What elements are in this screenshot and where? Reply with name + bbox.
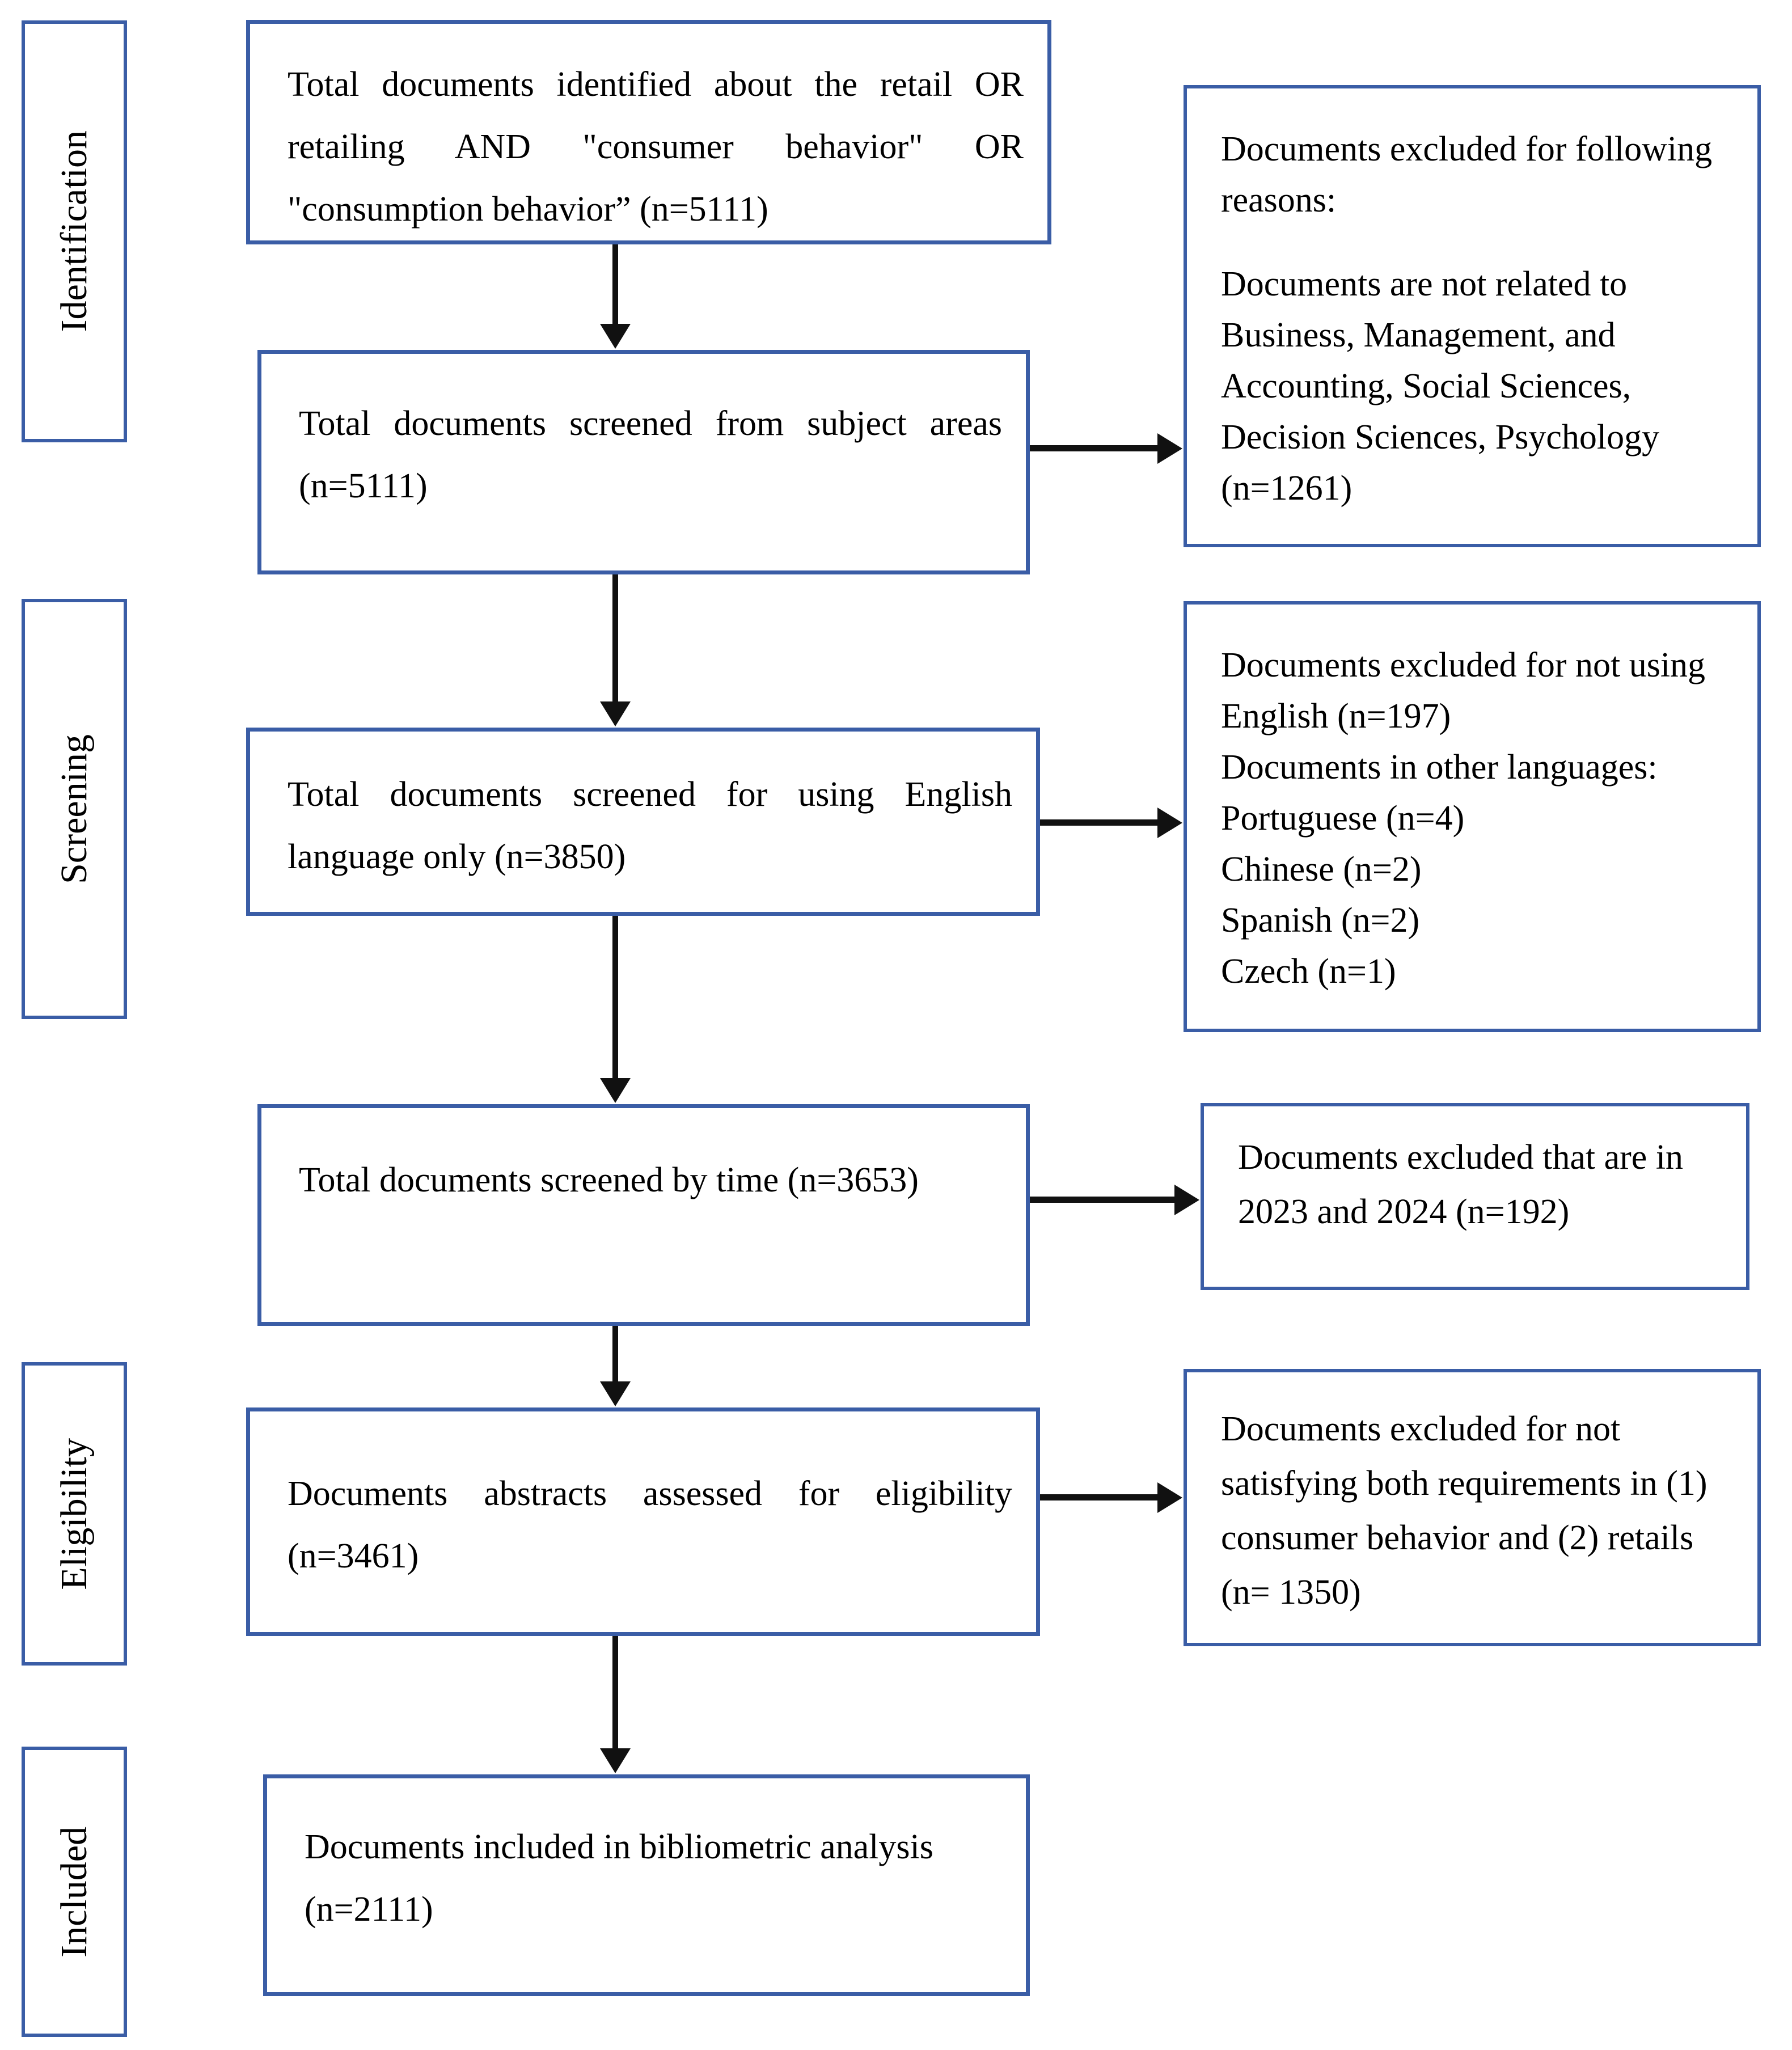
stage-label-included: Included — [53, 1826, 95, 1958]
exclusion-language-line: Chinese (n=2) — [1221, 850, 1422, 889]
stage-label-screening: Screening — [53, 734, 95, 884]
flow-box-included-bibliometric: Documents included in bibliometric analy… — [263, 1774, 1030, 1996]
stage-box-identification: Identification — [22, 20, 127, 442]
arrow-down-icon — [600, 1326, 631, 1406]
arrow-down-icon — [600, 1636, 631, 1773]
arrowhead-down-icon — [600, 1381, 631, 1406]
arrow-down-icon — [600, 574, 631, 726]
stage-box-included: Included — [22, 1747, 127, 2037]
arrow-right-icon — [1030, 1184, 1199, 1215]
stage-box-screening: Screening — [22, 599, 127, 1019]
exclusion-box-requirements: Documents excluded for not satisfying bo… — [1184, 1369, 1761, 1646]
arrowhead-right-icon — [1157, 807, 1182, 838]
arrow-right-icon — [1040, 1482, 1182, 1513]
exclusion-language-line: Portuguese (n=4) — [1221, 799, 1465, 838]
arrow-right-icon — [1040, 807, 1182, 838]
arrow-down-icon — [600, 244, 631, 349]
arrow-right-icon — [1030, 433, 1182, 464]
exclusion-box-language: Documents excluded for not using English… — [1184, 601, 1761, 1032]
arrow-down-icon — [600, 916, 631, 1103]
arrowhead-right-icon — [1157, 1482, 1182, 1513]
flow-box-abstracts-assessed: Documents abstracts assessed for eligibi… — [246, 1407, 1040, 1636]
flow-box-documents-identified: Total documents identified about the ret… — [246, 20, 1051, 244]
exclusion-language-line: Documents excluded for not using English… — [1221, 646, 1706, 736]
stage-label-eligibility: Eligibility — [53, 1438, 95, 1590]
exclusion-box-subject-areas: Documents excluded for following reasons… — [1184, 85, 1761, 547]
exclusion-language-line: Spanish (n=2) — [1221, 901, 1420, 940]
arrowhead-right-icon — [1174, 1184, 1199, 1215]
stage-label-identification: Identification — [53, 130, 95, 332]
exclusion-reasons-header: Documents excluded for following reasons… — [1221, 130, 1713, 219]
flow-box-screened-subject-areas: Total documents screened from subject ar… — [257, 350, 1030, 574]
arrowhead-down-icon — [600, 324, 631, 349]
exclusion-reasons-detail: Documents are not related to Business, M… — [1221, 265, 1660, 508]
flow-box-screened-by-time: Total documents screened by time (n=3653… — [257, 1104, 1030, 1326]
exclusion-language-line: Czech (n=1) — [1221, 952, 1396, 991]
arrowhead-down-icon — [600, 701, 631, 726]
stage-box-eligibility: Eligibility — [22, 1362, 127, 1666]
arrowhead-down-icon — [600, 1078, 631, 1103]
arrowhead-right-icon — [1157, 433, 1182, 464]
flow-box-screened-english: Total documents screened for using Engli… — [246, 728, 1040, 916]
exclusion-box-time: Documents excluded that are in 2023 and … — [1201, 1103, 1749, 1290]
exclusion-language-line: Documents in other languages: — [1221, 748, 1658, 787]
arrowhead-down-icon — [600, 1748, 631, 1773]
